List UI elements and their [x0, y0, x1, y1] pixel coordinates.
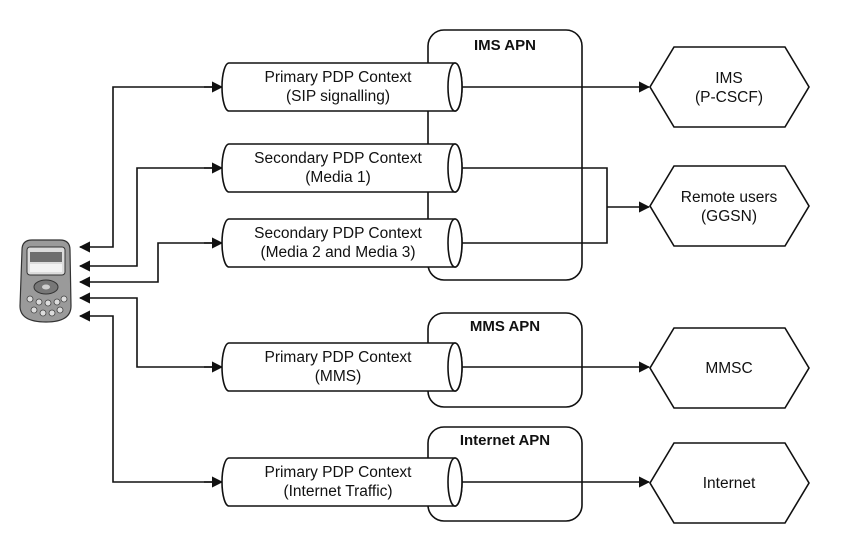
- endpoint-title: Remote users: [681, 189, 778, 206]
- endpoint-mmsc: MMSC: [649, 327, 810, 409]
- apn-title-mms: MMS APN: [470, 318, 540, 335]
- apn-title-ims: IMS APN: [474, 37, 536, 54]
- endpoint-subtitle: (GGSN): [701, 208, 757, 225]
- mobile-phone-icon: [19, 239, 72, 323]
- endpoint-title: IMS: [715, 70, 743, 87]
- pdp-context-media1: Secondary PDP Context (Media 1): [221, 143, 463, 193]
- pdp-context-title: Primary PDP Context: [264, 349, 412, 366]
- endpoint-title: Internet: [703, 475, 756, 492]
- endpoint-internet: Internet: [649, 442, 810, 524]
- pdp-context-title: Secondary PDP Context: [254, 150, 422, 167]
- phone-connectors: [78, 81, 224, 488]
- pdp-context-subtitle: (Media 1): [305, 169, 370, 186]
- pdp-context-internet: Primary PDP Context (Internet Traffic): [221, 457, 463, 507]
- network-connectors: [462, 81, 651, 488]
- pdp-context-mms: Primary PDP Context (MMS): [221, 342, 463, 392]
- pdp-context-title: Primary PDP Context: [264, 464, 412, 481]
- endpoint-title: MMSC: [705, 360, 752, 377]
- pdp-context-subtitle: (Media 2 and Media 3): [260, 244, 415, 261]
- endpoint-remote-users: Remote users (GGSN): [649, 165, 810, 247]
- pdp-context-subtitle: (MMS): [315, 368, 362, 385]
- pdp-context-media23: Secondary PDP Context (Media 2 and Media…: [221, 218, 463, 268]
- pdp-context-subtitle: (Internet Traffic): [283, 483, 392, 500]
- pdp-context-sip: Primary PDP Context (SIP signalling): [221, 62, 463, 112]
- endpoint-ims: IMS (P-CSCF): [649, 46, 810, 128]
- endpoint-subtitle: (P-CSCF): [695, 89, 763, 106]
- pdp-context-subtitle: (SIP signalling): [286, 88, 390, 105]
- pdp-context-title: Primary PDP Context: [264, 69, 412, 86]
- apn-title-internet: Internet APN: [460, 432, 550, 449]
- pdp-context-title: Secondary PDP Context: [254, 225, 422, 242]
